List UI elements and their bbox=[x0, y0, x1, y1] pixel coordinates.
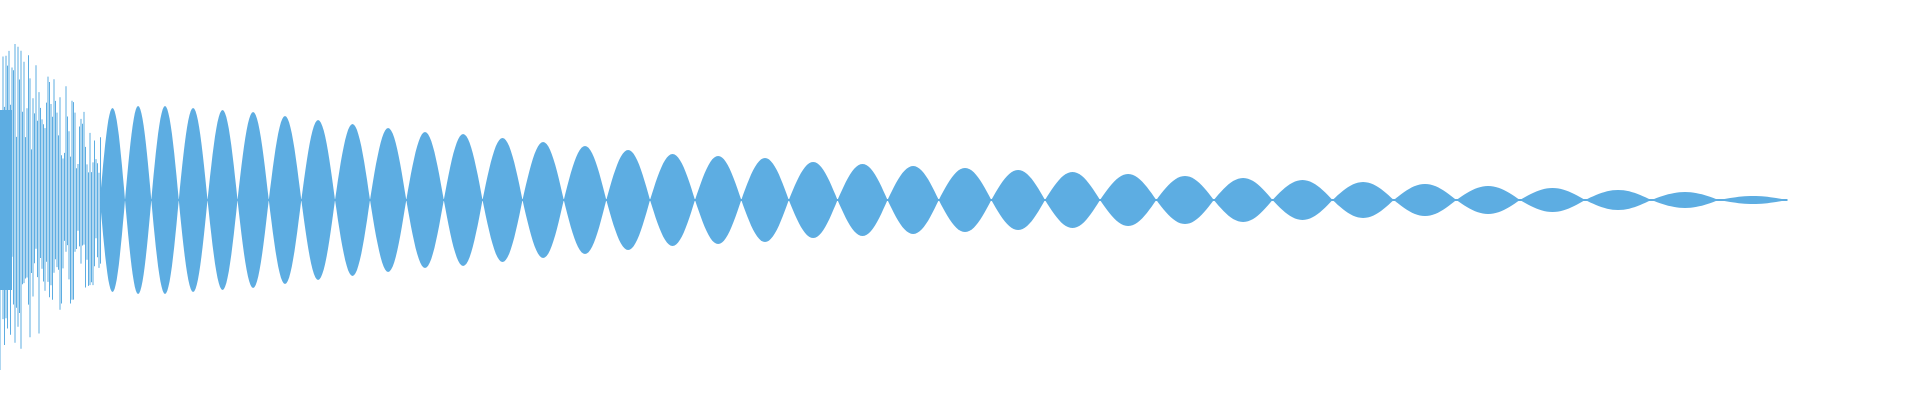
waveform-decay-lobes bbox=[100, 106, 1788, 294]
waveform-attack-transient bbox=[0, 44, 101, 370]
waveform-transient-strokes bbox=[0, 44, 101, 370]
waveform-baseline bbox=[100, 199, 1788, 201]
waveform-transient-core bbox=[0, 110, 12, 290]
